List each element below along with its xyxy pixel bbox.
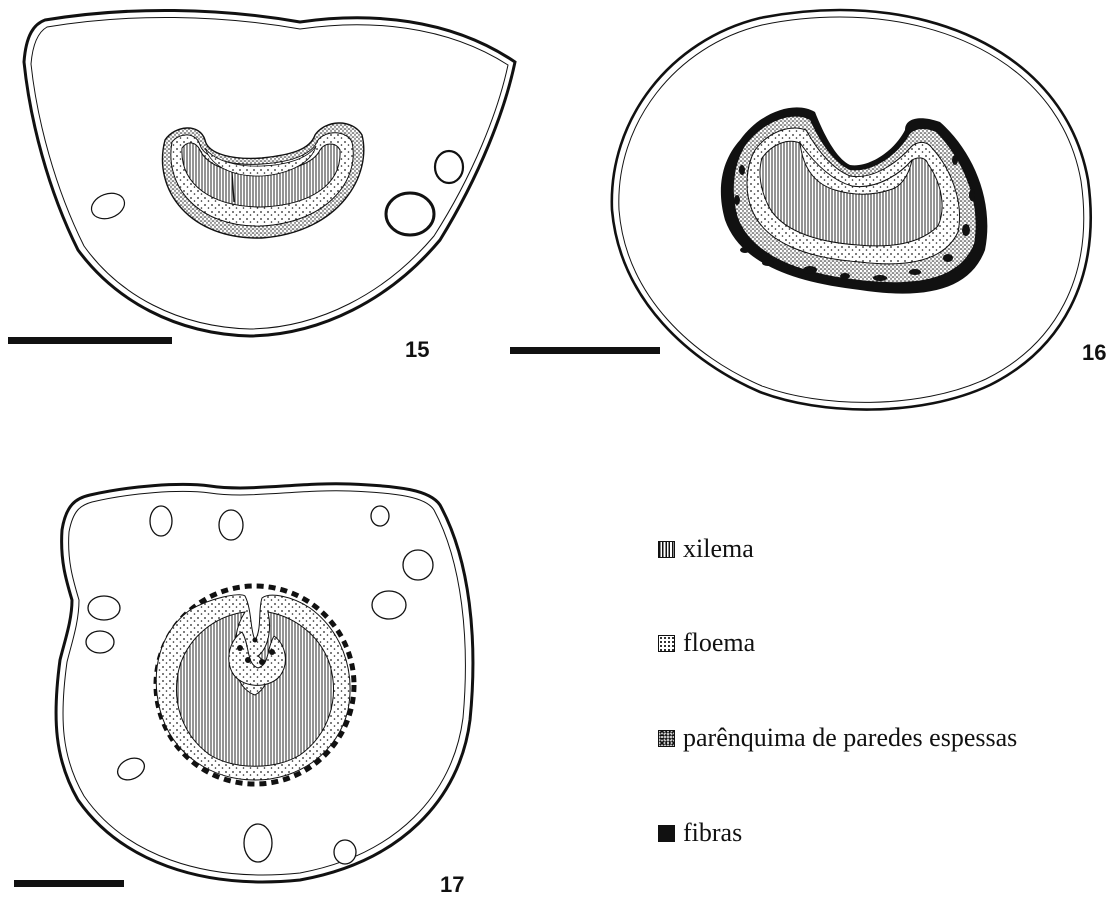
secretory-cavity-15b: [435, 151, 463, 183]
fibers-swatch-icon: [658, 825, 675, 842]
figure-16: 16: [510, 10, 1106, 410]
legend-item-parenchyma: parênquima de paredes espessas: [658, 723, 1017, 753]
legend-item-xylem: xilema: [658, 534, 754, 564]
scale-bar-15: [8, 337, 172, 344]
scale-bar-16: [510, 347, 660, 354]
figure-15: 15: [8, 10, 515, 362]
legend-label-fibers: fibras: [683, 818, 742, 848]
legend-label-parenchyma: parênquima de paredes espessas: [683, 723, 1017, 753]
legend-item-phloem: floema: [658, 628, 755, 658]
legend-item-fibers: fibras: [658, 818, 742, 848]
figure-number-15: 15: [405, 337, 429, 362]
xylem-swatch-icon: [658, 541, 675, 558]
figure-number-16: 16: [1082, 340, 1106, 365]
figure-17: 17: [14, 484, 473, 897]
figure-number-17: 17: [440, 872, 464, 897]
legend-label-phloem: floema: [683, 628, 755, 658]
phloem-swatch-icon: [658, 635, 675, 652]
legend-label-xylem: xilema: [683, 534, 754, 564]
secretory-cavity-15c: [386, 193, 434, 235]
scale-bar-17: [14, 880, 124, 887]
parenchyma-swatch-icon: [658, 730, 675, 747]
